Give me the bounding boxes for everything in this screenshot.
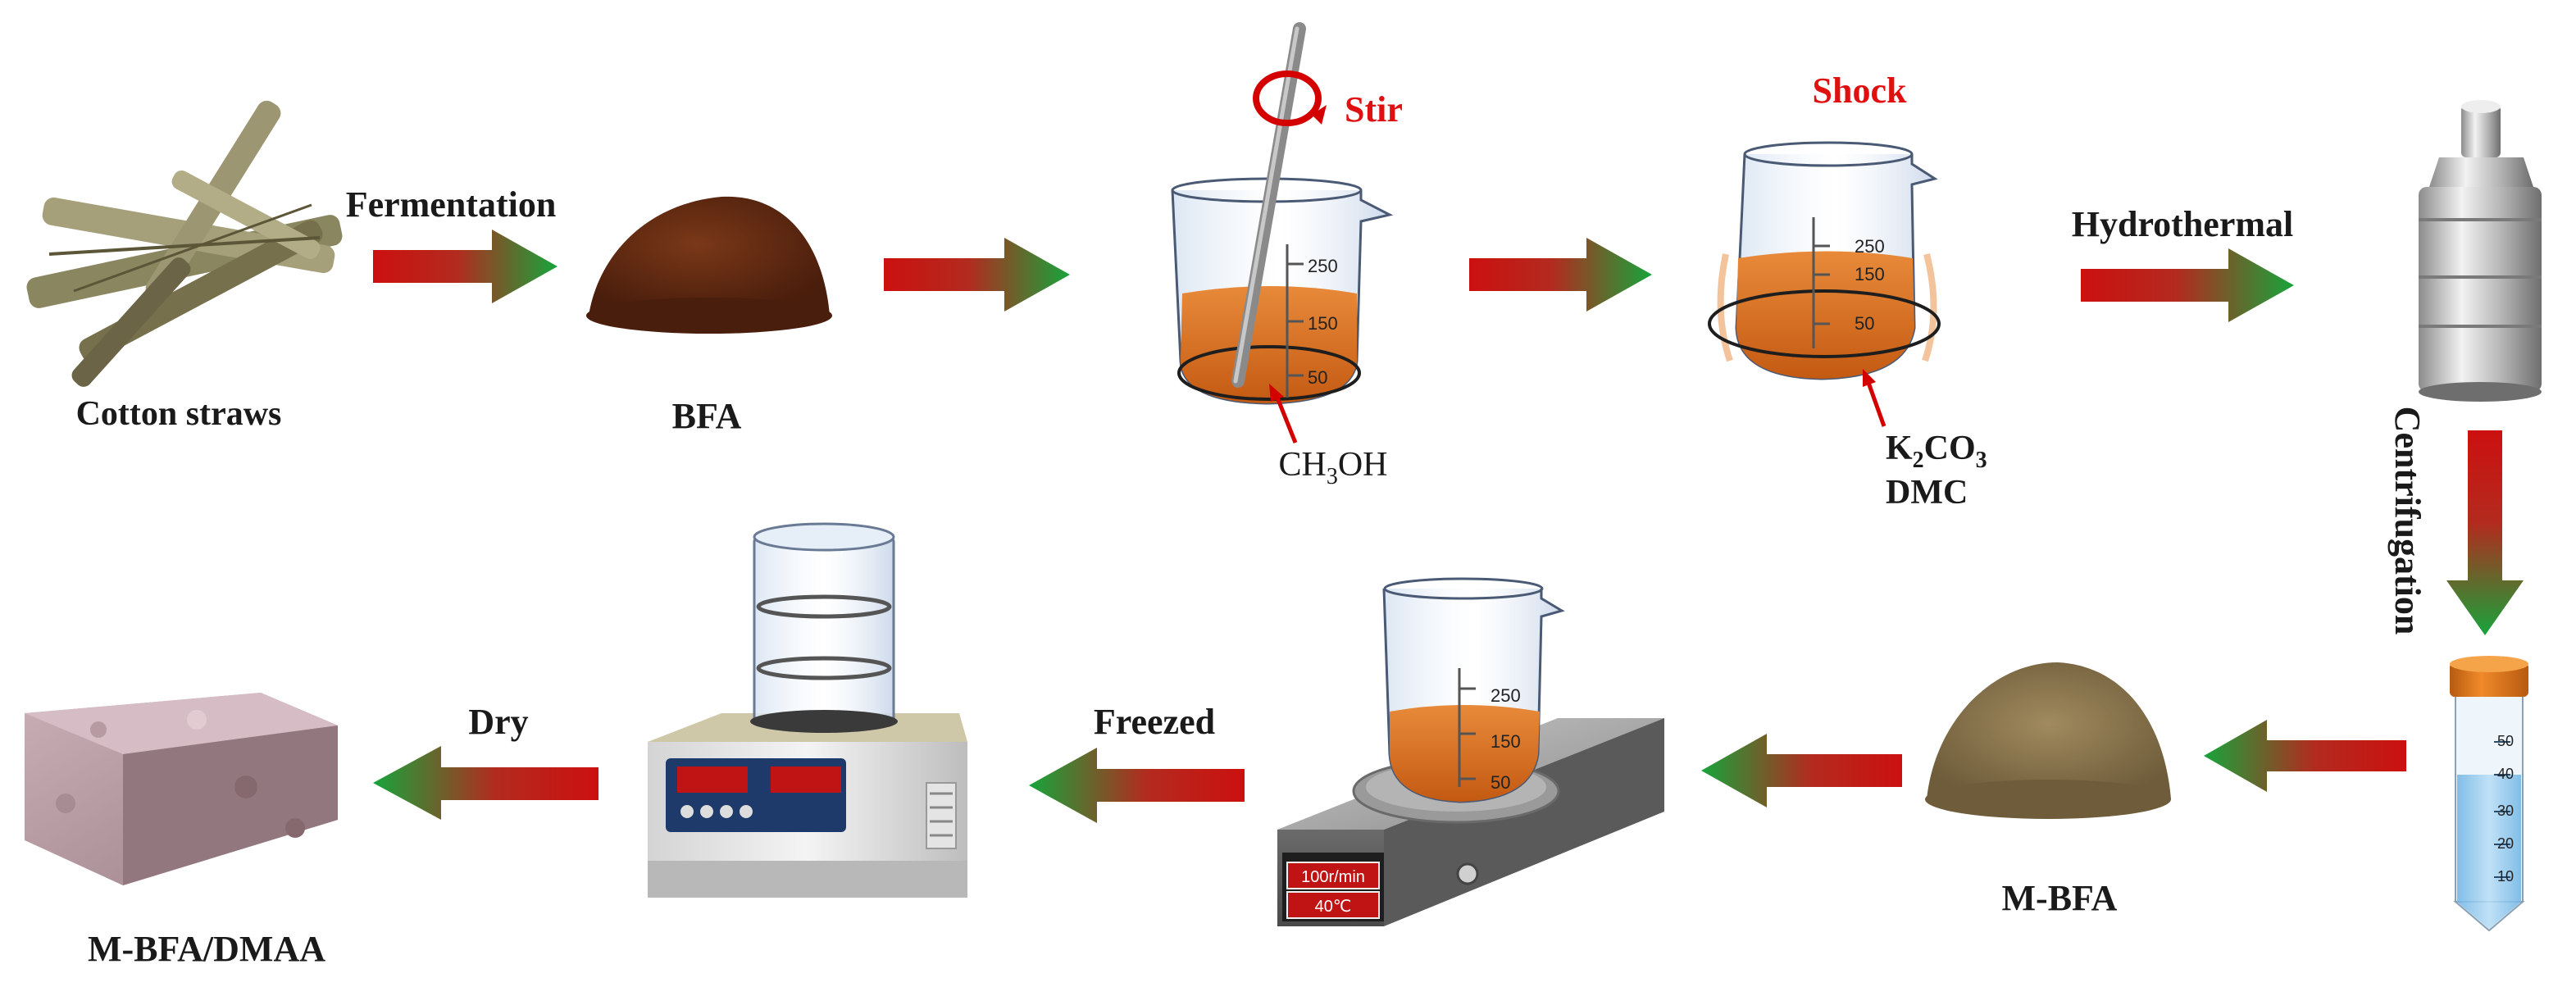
label-shock: Shock — [1813, 70, 1907, 111]
arrow-dry — [373, 746, 598, 820]
tube-scale-30: 30 — [2497, 803, 2514, 819]
beaker2-scale-150: 150 — [1855, 264, 1885, 284]
stir-rotation-icon — [1253, 70, 1327, 126]
label-m-bfa-dmaa: M-BFA/DMAA — [88, 929, 325, 969]
hydrothermal-reactor-illustration — [2419, 100, 2542, 402]
label-freezed: Freezed — [1094, 702, 1215, 742]
arrow-from-m-bfa — [1701, 734, 1902, 807]
label-methanol: CH3OH — [1278, 446, 1387, 489]
label-methanol-main: CH — [1278, 446, 1326, 484]
label-k2co3: K2CO3 — [1886, 430, 1987, 473]
m-bfa-dmaa-sponge-illustration — [25, 693, 338, 885]
beaker3-scale-50: 50 — [1491, 772, 1510, 793]
label-k2co3-sub1: 2 — [1913, 448, 1924, 473]
arrow-hydrothermal — [2081, 248, 2294, 322]
freeze-dryer-illustration — [648, 522, 967, 898]
reagent-pointer-arrow — [1863, 369, 1886, 427]
tube-scale-20: 20 — [2497, 835, 2514, 852]
arrow-centrifugation — [2446, 430, 2524, 635]
bfa-powder-illustration — [586, 196, 832, 334]
arrow-to-stirring — [884, 238, 1070, 312]
label-methanol-tail: OH — [1338, 446, 1388, 484]
arrow-freezed — [1029, 748, 1245, 823]
label-k2co3-co: CO — [1924, 430, 1976, 467]
stirrer-temperature-display: 40℃ — [1315, 898, 1352, 916]
arrow-fermentation — [373, 230, 558, 303]
beaker1-scale-250: 250 — [1308, 256, 1338, 276]
label-stir: Stir — [1345, 89, 1403, 130]
shock-beaker-illustration — [1708, 141, 1941, 380]
cotton-straws-illustration — [26, 100, 343, 387]
tube-scale-10: 10 — [2497, 868, 2514, 885]
beaker3-scale-150: 150 — [1491, 731, 1521, 752]
beaker1-scale-50: 50 — [1308, 367, 1327, 388]
beaker2-scale-250: 250 — [1855, 236, 1885, 257]
label-bfa: BFA — [672, 396, 742, 436]
beaker1-scale-150: 150 — [1308, 313, 1338, 334]
label-k2co3-k: K — [1886, 430, 1913, 467]
label-hydrothermal: Hydrothermal — [2072, 204, 2294, 244]
beaker2-scale-50: 50 — [1855, 313, 1874, 334]
centrifuge-tube-illustration — [2450, 656, 2528, 932]
tube-scale-40: 40 — [2497, 766, 2514, 782]
stirrer-speed-display: 100r/min — [1301, 868, 1365, 886]
label-methanol-sub: 3 — [1327, 464, 1338, 489]
label-k2co3-sub2: 3 — [1976, 448, 1987, 473]
label-dry: Dry — [468, 702, 528, 742]
arrow-to-shock — [1469, 238, 1652, 312]
stirrer-beaker-illustration — [1382, 577, 1565, 803]
label-centrifugation: Centrifugation — [2387, 407, 2428, 635]
label-dmc: DMC — [1886, 474, 1968, 512]
m-bfa-powder-illustration — [1925, 662, 2171, 819]
methanol-pointer-arrow — [1269, 384, 1298, 443]
beaker3-scale-250: 250 — [1491, 685, 1521, 706]
stirring-beaker-illustration — [1171, 22, 1394, 405]
label-cotton-straws: Cotton straws — [76, 395, 282, 433]
label-fermentation: Fermentation — [346, 184, 557, 225]
tube-scale-50: 50 — [2497, 733, 2514, 749]
arrow-from-tube — [2204, 720, 2406, 792]
label-m-bfa: M-BFA — [2002, 878, 2118, 918]
